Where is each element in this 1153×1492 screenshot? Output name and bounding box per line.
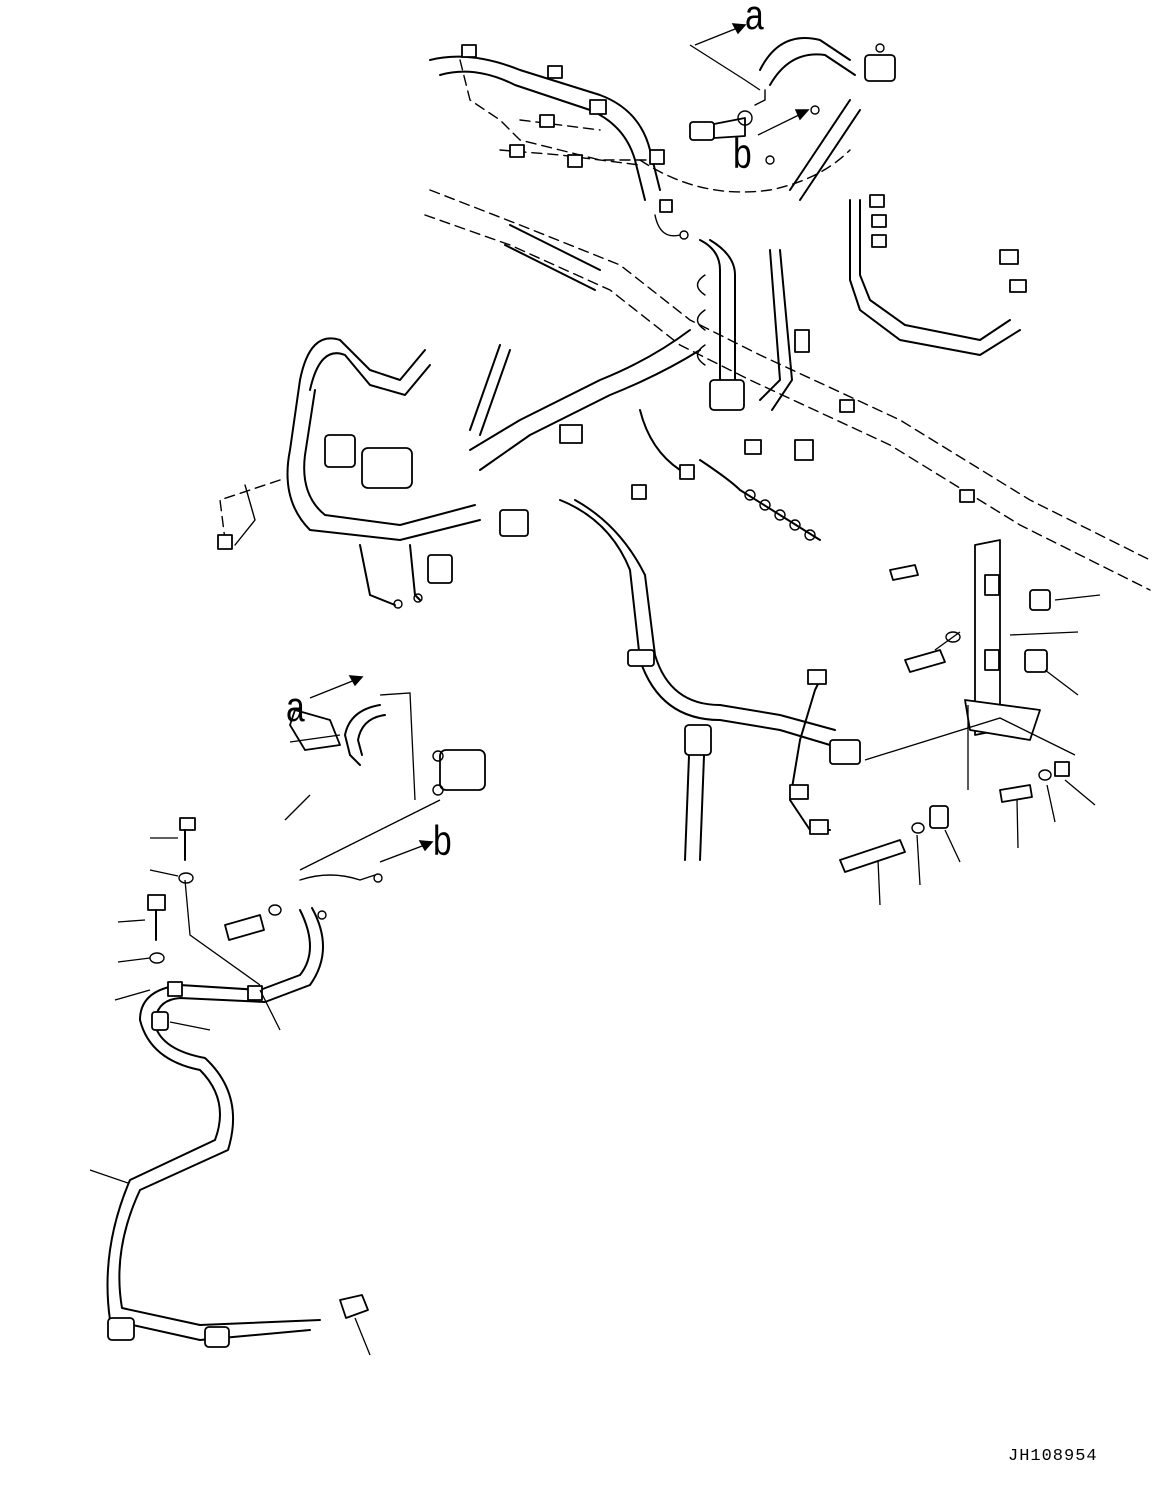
leader-lines: [89, 44, 1101, 1356]
center-hanging-branch: [559, 409, 861, 861]
view-arrows: [309, 23, 810, 863]
battery-cable-detail: [106, 704, 486, 1348]
callout-label-b-top: b: [733, 130, 752, 177]
callout-label-a-left: a: [286, 683, 305, 730]
main-harness-trunk: [424, 189, 1151, 591]
drawing-code: JH108954: [1008, 1447, 1098, 1466]
center-connector-cluster: [696, 194, 1027, 503]
battery-relay-detail-top: [689, 37, 896, 201]
upper-harness-branch: [429, 44, 851, 240]
callout-label-b-left: b: [433, 817, 452, 864]
callout-label-a-top: a: [745, 0, 764, 38]
bracket-assembly: [839, 539, 1070, 873]
left-harness-loop: [217, 337, 529, 609]
